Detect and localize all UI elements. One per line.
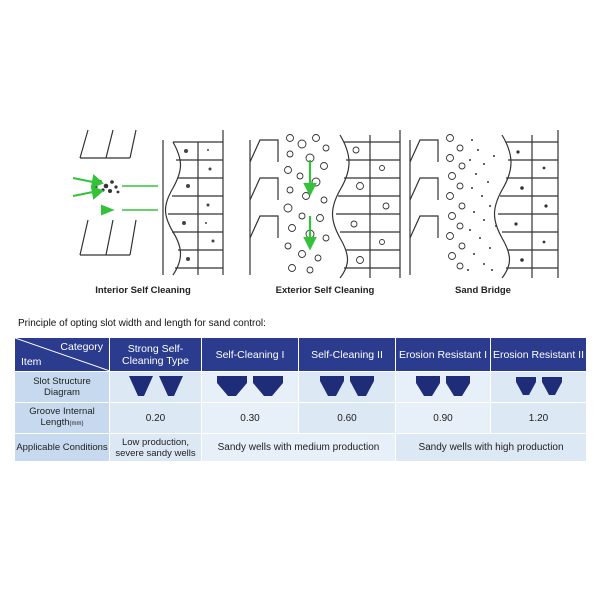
slot-shape-icon <box>446 375 470 396</box>
principle-text: Principle of opting slot width and lengt… <box>18 318 266 329</box>
groove-label-text: Groove Internal Length <box>29 406 95 428</box>
caption-interior: Interior Self Cleaning <box>95 285 191 296</box>
caption-exterior: Exterior Self Cleaning <box>275 285 375 296</box>
sand-bridge-diagram <box>409 130 559 279</box>
condition-low-production: Low production, severe sandy wells <box>109 433 202 462</box>
header-erosion-resistant-2: Erosion Resistant II <box>490 337 587 372</box>
table-header-row: Category Item Strong Self-Cleaning Type … <box>14 337 587 372</box>
corner-diagonal <box>15 338 110 371</box>
header-self-cleaning-2: Self-Cleaning II <box>298 337 396 372</box>
groove-value-cell: 0.20 <box>109 402 202 434</box>
header-strong-self-cleaning: Strong Self-Cleaning Type <box>109 337 202 372</box>
condition-medium-production: Sandy wells with medium production <box>201 433 396 462</box>
row-label-groove-length: Groove Internal Length(mm) <box>14 402 110 434</box>
header-self-cleaning-1: Self-Cleaning I <box>201 337 299 372</box>
groove-value-cell: 0.30 <box>201 402 299 434</box>
row-groove-length: Groove Internal Length(mm) 0.20 0.30 0.6… <box>14 402 587 434</box>
groove-value-cell: 0.60 <box>298 402 396 434</box>
groove-value-cell: 0.90 <box>395 402 491 434</box>
slot-shape-icon <box>320 375 344 396</box>
slot-shape-icon <box>253 375 283 396</box>
slot-diagram-cell <box>395 371 491 403</box>
figure-sand-bridge: Sand Bridge <box>398 120 568 296</box>
slot-shape-icon <box>350 375 374 396</box>
slot-diagram-cell <box>490 371 587 403</box>
exterior-self-cleaning-diagram <box>249 130 401 279</box>
row-applicable-conditions: Applicable Conditions Low production, se… <box>14 433 587 462</box>
slot-shape-icon <box>541 376 562 395</box>
slot-diagram-cell <box>298 371 396 403</box>
figures-area: Interior Self Cleaning <box>0 120 600 310</box>
caption-sand-bridge: Sand Bridge <box>455 285 511 296</box>
figure-exterior-self-cleaning: Exterior Self Cleaning <box>240 120 410 296</box>
row-label-applicable: Applicable Conditions <box>14 433 110 462</box>
slot-shape-icon <box>128 375 153 396</box>
row-label-slot-structure: Slot Structure Diagram <box>14 371 110 403</box>
corner-category-label: Category <box>60 341 103 353</box>
figure-interior-self-cleaning: Interior Self Cleaning <box>58 120 228 296</box>
slot-shape-icon <box>217 375 247 396</box>
slot-shape-icon <box>416 375 440 396</box>
groove-label-unit: (mm) <box>69 421 84 427</box>
condition-high-production: Sandy wells with high production <box>395 433 587 462</box>
row-slot-structure: Slot Structure Diagram <box>14 371 587 403</box>
groove-value-cell: 1.20 <box>490 402 587 434</box>
slot-diagram-cell <box>201 371 299 403</box>
slot-diagram-cell <box>109 371 202 403</box>
slot-shape-icon <box>515 376 536 395</box>
slot-spec-table: Category Item Strong Self-Cleaning Type … <box>14 337 587 462</box>
interior-self-cleaning-diagram <box>72 129 224 276</box>
slot-shape-icon <box>158 375 183 396</box>
table-corner-cell: Category Item <box>14 337 110 372</box>
header-erosion-resistant-1: Erosion Resistant I <box>395 337 491 372</box>
corner-item-label: Item <box>21 356 42 368</box>
